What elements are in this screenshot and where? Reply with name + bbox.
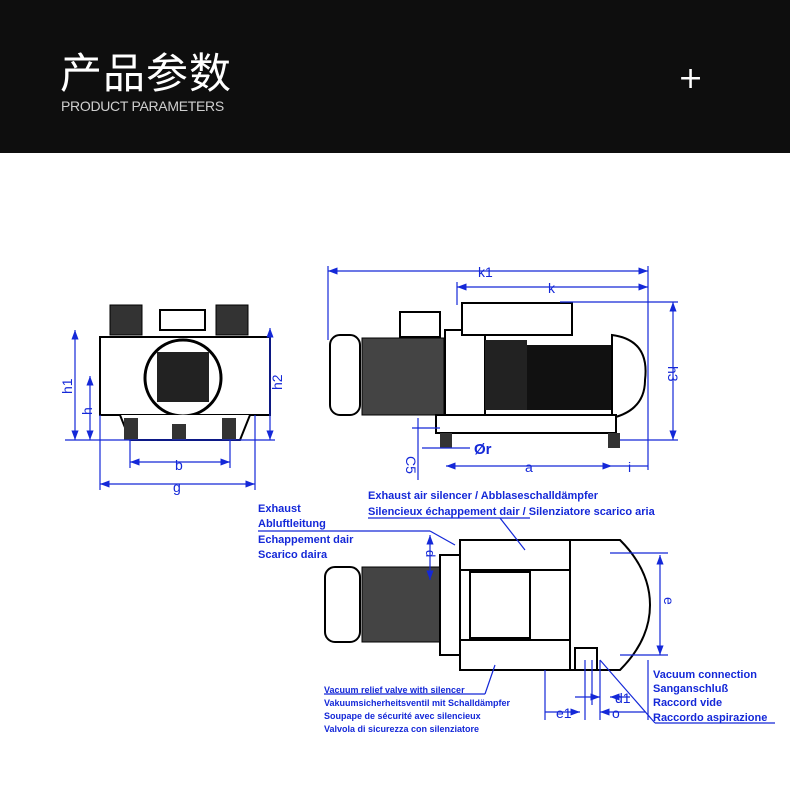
page-subtitle: PRODUCT PARAMETERS <box>61 98 224 114</box>
svg-text:Echappement dair: Echappement dair <box>258 534 354 546</box>
dim-k1: k1 <box>478 264 493 280</box>
svg-text:Abluftleitung: Abluftleitung <box>258 518 326 530</box>
svg-text:Raccordo aspirazione: Raccordo aspirazione <box>653 712 767 724</box>
top-view-dimensions <box>258 517 775 724</box>
exhaust-silencer-label: Exhaust air silencer / Abblaseschalldämp… <box>368 490 656 518</box>
svg-text:Exhaust air silencer / Abblase: Exhaust air silencer / Abblaseschalldämp… <box>368 490 599 502</box>
dim-r: Ør <box>474 441 492 458</box>
dim-o: o <box>612 705 620 721</box>
side-view-dimensions <box>327 266 678 480</box>
dim-i: i <box>628 459 631 475</box>
svg-text:Vacuum connection: Vacuum connection <box>653 669 757 681</box>
dim-e: e <box>661 597 677 605</box>
dim-d1: d1 <box>615 690 631 706</box>
dim-h1: h1 <box>59 378 75 394</box>
relief-valve-label: Vacuum relief valve with silencer Vakuum… <box>324 685 511 734</box>
front-view-dimensions <box>65 328 275 490</box>
svg-text:Soupape de sécurité avec silen: Soupape de sécurité avec silencieux <box>324 711 481 721</box>
dim-a: a <box>525 459 533 475</box>
svg-text:Sanganschluß: Sanganschluß <box>653 683 728 695</box>
dim-b: b <box>175 457 183 473</box>
dim-c5: C5 <box>403 456 419 474</box>
svg-text:Vakuumsicherheitsventil mit Sc: Vakuumsicherheitsventil mit Schalldämpfe… <box>324 698 511 708</box>
dim-e1: e1 <box>556 705 572 721</box>
svg-text:Valvola di sicurezza con silen: Valvola di sicurezza con silenziatore <box>324 724 479 734</box>
dim-h3: h3 <box>665 366 681 382</box>
dim-h: h <box>79 407 95 415</box>
dim-g: g <box>173 479 181 495</box>
page-title: 产品参数 <box>60 49 233 98</box>
front-view <box>99 304 271 441</box>
dim-k: k <box>548 280 556 296</box>
dim-h2: h2 <box>269 374 285 390</box>
svg-text:Silencieux échappement dair /: Silencieux échappement dair / Silenziato… <box>368 506 656 518</box>
vacuum-connection-label: Vacuum connection Sanganschluß Raccord v… <box>653 669 767 724</box>
svg-text:Scarico daira: Scarico daira <box>258 549 328 561</box>
exhaust-label: Exhaust Abluftleitung Echappement dair S… <box>258 503 354 561</box>
side-view <box>329 302 647 448</box>
svg-text:Exhaust: Exhaust <box>258 503 301 515</box>
top-view <box>324 539 652 671</box>
plus-icon[interactable]: + <box>678 61 704 96</box>
dim-d: d <box>423 550 438 557</box>
page-header: 产品参数 PRODUCT PARAMETERS + <box>0 0 790 153</box>
svg-text:Vacuum relief valve with silen: Vacuum relief valve with silencer <box>324 685 465 695</box>
svg-text:Raccord vide: Raccord vide <box>653 697 722 709</box>
